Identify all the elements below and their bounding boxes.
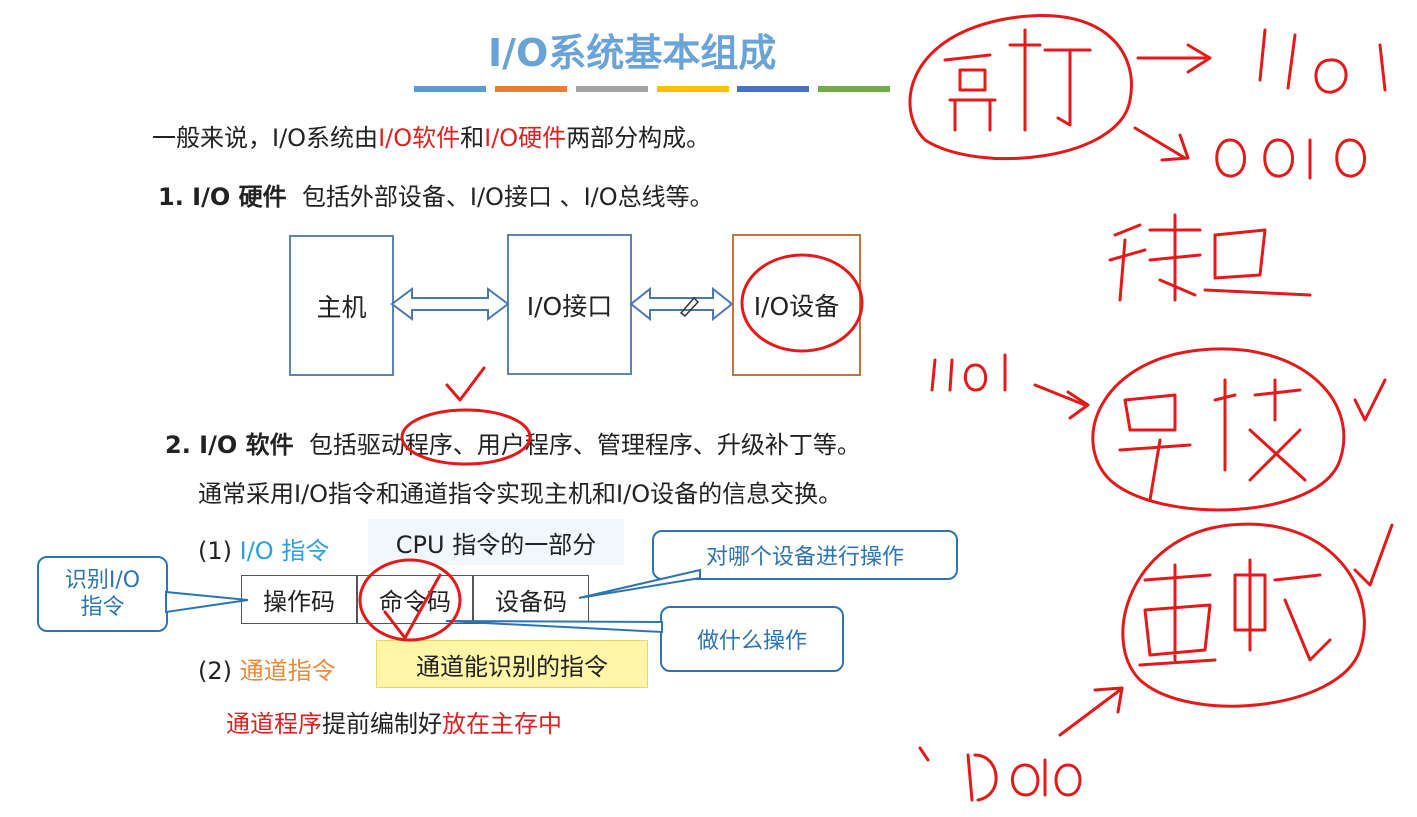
command-field: 命令码: [357, 575, 473, 624]
channel-program-line: 通道程序提前编制好放在主存中: [226, 704, 562, 739]
callout-identify-text: 识别I/O 指令: [64, 567, 141, 621]
callout-what-op: 做什么操作: [660, 606, 844, 672]
io-instr-label: I/O 指令: [239, 537, 330, 565]
page-title: I/O系统基本组成: [488, 31, 777, 75]
channel-instr-tag: 通道能识别的指令: [376, 640, 648, 688]
interface-label: I/O接口: [526, 291, 613, 321]
software-desc-rest: 、用户程序、管理程序、升级补丁等。: [452, 431, 861, 459]
device-box: I/O设备: [732, 234, 861, 376]
circle-light: [908, 14, 1133, 161]
channel-instr-num: (2): [198, 657, 232, 685]
host-box: 主机: [289, 235, 394, 376]
instruction-format: 操作码 命令码 设备码: [241, 575, 589, 624]
software-line-2: 通常采用I/O指令和通道指令实现主机和I/O设备的信息交换。: [198, 480, 843, 508]
accent-bar-1: [414, 86, 486, 92]
software-line: 2. I/O 软件 包括驱动程序、用户程序、管理程序、升级补丁等。: [165, 425, 861, 460]
channel-instr-label-line: (2) 通道指令: [198, 651, 336, 686]
intro-software: I/O软件: [378, 124, 461, 152]
interface-box: I/O接口: [507, 234, 632, 375]
intro-hardware: I/O硬件: [484, 124, 567, 152]
double-arrow-interface-device: [629, 286, 734, 322]
io-instr-label-line: (1) I/O 指令: [198, 531, 329, 566]
device-label: I/O设备: [753, 292, 840, 321]
cpu-instr-tag: CPU 指令的一部分: [368, 519, 624, 565]
software-heading: 2. I/O 软件: [165, 431, 294, 459]
callout-which-device: 对哪个设备进行操作: [652, 530, 958, 580]
device-code-field: 设备码: [473, 575, 589, 624]
accent-bar-6: [818, 86, 890, 92]
accent-bar-2: [495, 86, 567, 92]
callout-identify: 识别I/O 指令: [37, 556, 168, 632]
intro-line: 一般来说，I/O系统由I/O软件和I/O硬件两部分构成。: [152, 118, 710, 153]
channel-instr-label: 通道指令: [239, 657, 336, 685]
host-label: 主机: [316, 292, 367, 322]
channel-program-mid: 提前编制好: [322, 710, 442, 738]
software-desc-prefix: 包括: [308, 431, 357, 459]
channel-program-main-memory: 放在主存中: [442, 710, 562, 738]
callout-what-op-text: 做什么操作: [696, 629, 807, 654]
hardware-desc: 包括外部设备、I/O接口 、I/O总线等。: [301, 183, 714, 211]
accent-bar-5: [737, 86, 809, 92]
hardware-line: 1. I/O 硬件 包括外部设备、I/O接口 、I/O总线等。: [158, 177, 714, 212]
opcode-field: 操作码: [241, 575, 357, 624]
double-arrow-host-interface: [390, 287, 510, 321]
accent-bar-3: [576, 86, 648, 92]
intro-mid: 和: [460, 124, 485, 152]
callout-which-device-text: 对哪个设备进行操作: [705, 545, 904, 570]
check-mark-driver: [445, 366, 486, 402]
channel-program-term: 通道程序: [226, 710, 322, 738]
intro-prefix: 一般来说，I/O系统由: [152, 124, 379, 152]
accent-bar-4: [657, 86, 729, 92]
software-desc-driver: 驱动程序: [356, 431, 453, 459]
pen-cursor-icon: [679, 296, 700, 318]
intro-suffix: 两部分构成。: [566, 124, 711, 152]
io-instr-num: (1): [198, 537, 232, 565]
hardware-heading: 1. I/O 硬件: [158, 183, 287, 211]
